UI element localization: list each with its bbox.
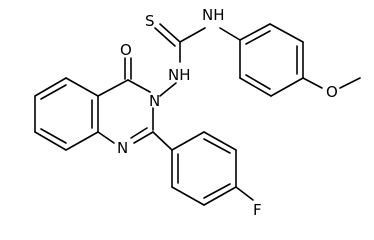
bond-fph2-fph3 (203, 131, 237, 151)
bond-nh-aryl (219, 27, 241, 41)
bond-fph-inner-2 (203, 183, 231, 199)
bond-c-s-1 (159, 23, 181, 43)
methoxy-oxygen-label: O (326, 83, 338, 101)
bond-fph4-fph5 (203, 186, 237, 206)
n-ring-upper-label: N (149, 92, 160, 110)
bond-c4-n3 (127, 79, 151, 93)
nh-top-label: NH (202, 6, 225, 24)
bond-ar-inner-3 (245, 74, 271, 90)
bond-c-nh-top (179, 27, 206, 43)
bond-c5-c6 (34, 77, 67, 97)
nh-link-label: NH (168, 66, 191, 84)
bond-ar1-ar2 (239, 23, 271, 41)
bond-ar5-ar6 (239, 77, 272, 97)
bond-c4a-c5 (65, 77, 99, 97)
bond-c2-fph (152, 131, 173, 151)
bond-n1-c8a (97, 131, 115, 144)
bond-ar-ome (302, 77, 323, 89)
sulfur-label: S (145, 12, 155, 30)
bond-benzo-inner-2 (40, 128, 67, 144)
bond-ar4-ar5 (270, 77, 304, 97)
bond-ar2-ar3 (269, 23, 304, 43)
fluorine-label: F (253, 201, 262, 219)
n-ring-lower-label: N (117, 139, 128, 157)
bond-c8-c8a (65, 131, 99, 151)
molecule-diagram: S NH NH N N O O F (34, 6, 361, 219)
bond-c7-c8 (34, 131, 67, 151)
bond-ar-inner-1 (245, 30, 271, 45)
bond-fph5-fph6 (171, 186, 205, 206)
bond-c2-n1-1 (133, 131, 154, 144)
bond-fph-f (235, 186, 254, 201)
oxo-label: O (120, 41, 132, 59)
bond-o-methyl (339, 77, 361, 89)
bond-fph-inner-1 (203, 138, 231, 154)
structure-drawing: S NH NH N N O O F (34, 6, 361, 219)
bond-c4-c4a (97, 79, 129, 97)
bond-c-s-2 (154, 27, 176, 47)
bond-fph1-fph2 (171, 131, 205, 151)
bond-benzo-inner-1 (40, 84, 67, 100)
bond-nh-n3 (159, 82, 177, 97)
bond-c2-n1-2 (130, 127, 148, 139)
